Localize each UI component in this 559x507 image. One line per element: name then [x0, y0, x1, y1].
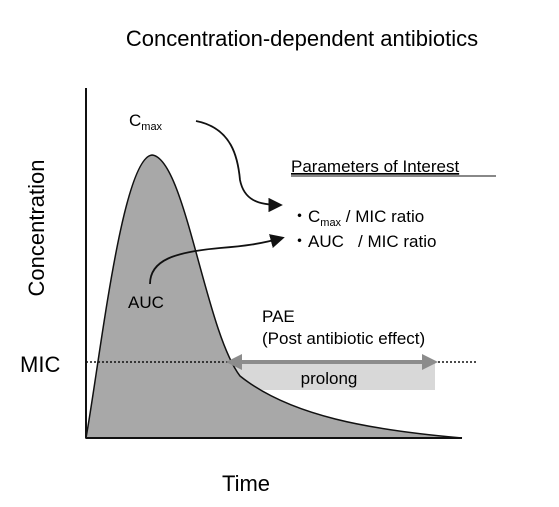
cmax-subscript: max: [141, 121, 162, 133]
cmax-label: Cmax: [129, 111, 163, 133]
item1-prefix: ・C: [291, 207, 320, 226]
parameter-item-cmax: ・Cmax / MIC ratio: [291, 207, 424, 229]
item1-rest: / MIC ratio: [341, 207, 424, 226]
pae-arrow: [226, 354, 438, 370]
prolong-bar: [230, 362, 435, 390]
pae-label: PAE: [262, 307, 295, 326]
item1-subscript: max: [320, 217, 341, 229]
auc-label: AUC: [128, 293, 164, 312]
cmax-arrow: [195, 120, 283, 213]
parameter-item-auc: ・AUC / MIC ratio: [291, 232, 436, 251]
y-axis-label: Concentration: [24, 160, 49, 297]
diagram-title: Concentration-dependent antibiotics: [126, 26, 478, 51]
mic-label: MIC: [20, 352, 60, 377]
auc-arrow: [149, 234, 285, 285]
prolong-label: prolong: [301, 369, 358, 388]
parameters-heading: Parameters of Interest: [291, 157, 459, 176]
concentration-curve: [85, 154, 463, 439]
x-axis-label: Time: [222, 471, 270, 496]
cmax-main: C: [129, 111, 141, 130]
pae-description: (Post antibiotic effect): [262, 329, 425, 348]
